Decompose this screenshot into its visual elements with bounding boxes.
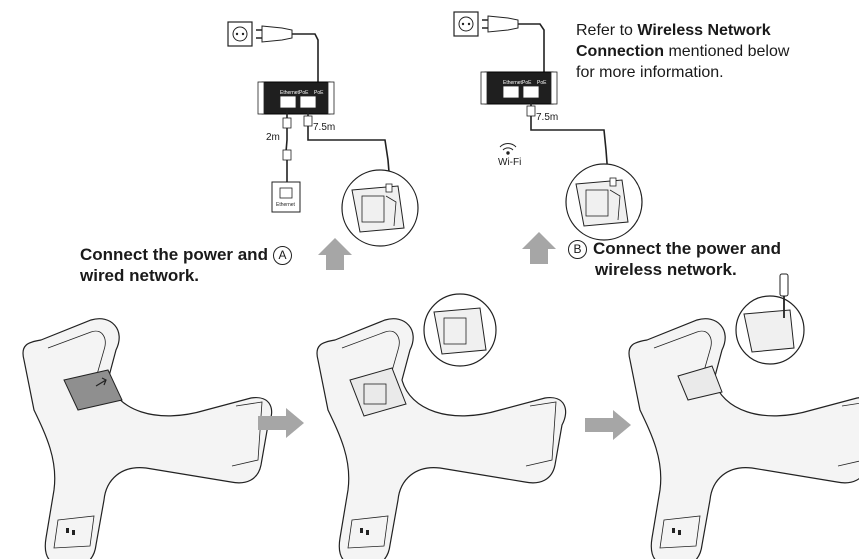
note-line3: for more information. (576, 64, 724, 81)
cable-length-long: 7.5m (536, 112, 559, 123)
injector-port-label: Ethernet (280, 90, 299, 96)
injector-port-label: PoE (299, 90, 309, 96)
wireless-note: Refer to Wireless Network Connection men… (576, 20, 789, 83)
caption-a-line2: wired network. (80, 266, 200, 285)
wifi-icon (499, 143, 517, 155)
poe-injector (480, 71, 558, 105)
phone-step-3 (628, 273, 859, 559)
step-marker-b: B (568, 240, 587, 259)
wifi-label: Wi-Fi (498, 157, 522, 168)
power-outlet-icon (227, 21, 319, 82)
panel-a-zoom-detail (341, 169, 419, 247)
wall-jack-label: Ethernet (276, 202, 295, 208)
caption-a-line1: Connect the power and (80, 245, 268, 264)
note-line1-prefix: Refer to (576, 22, 638, 39)
power-outlet-icon (453, 11, 545, 72)
poe-injector (257, 81, 335, 115)
cable-length-long: 7.5m (313, 122, 336, 133)
caption-b-line1: Connect the power and (593, 239, 781, 258)
injector-port-label: PoE (522, 80, 532, 86)
panel-b-wireless (453, 11, 643, 264)
arrow-right-icon (585, 410, 631, 440)
caption-b-line2: wireless network. (595, 260, 737, 279)
phone-step-2 (316, 293, 567, 559)
note-line2-bold: Connection (576, 43, 664, 60)
screwdriver-icon (779, 273, 789, 318)
arrow-up-icon (318, 238, 352, 270)
step-marker-a: A (272, 246, 292, 265)
injector-port-label: PoE (314, 90, 324, 96)
note-line1-bold: Wireless Network (637, 22, 771, 39)
note-line2-suffix: mentioned below (664, 43, 790, 60)
injector-port-label: Ethernet (503, 80, 522, 86)
cable-length-short: 2m (266, 132, 280, 143)
phone-step-1 (22, 318, 273, 559)
arrow-up-icon (522, 232, 556, 264)
caption-panel-b: B Connect the power and wireless network. (568, 238, 781, 280)
injector-port-label: PoE (537, 80, 547, 86)
ethernet-wall-jack (271, 181, 301, 213)
panel-a-wired (227, 21, 419, 270)
panel-b-zoom-detail (565, 163, 643, 241)
arrow-right-icon (258, 408, 304, 438)
